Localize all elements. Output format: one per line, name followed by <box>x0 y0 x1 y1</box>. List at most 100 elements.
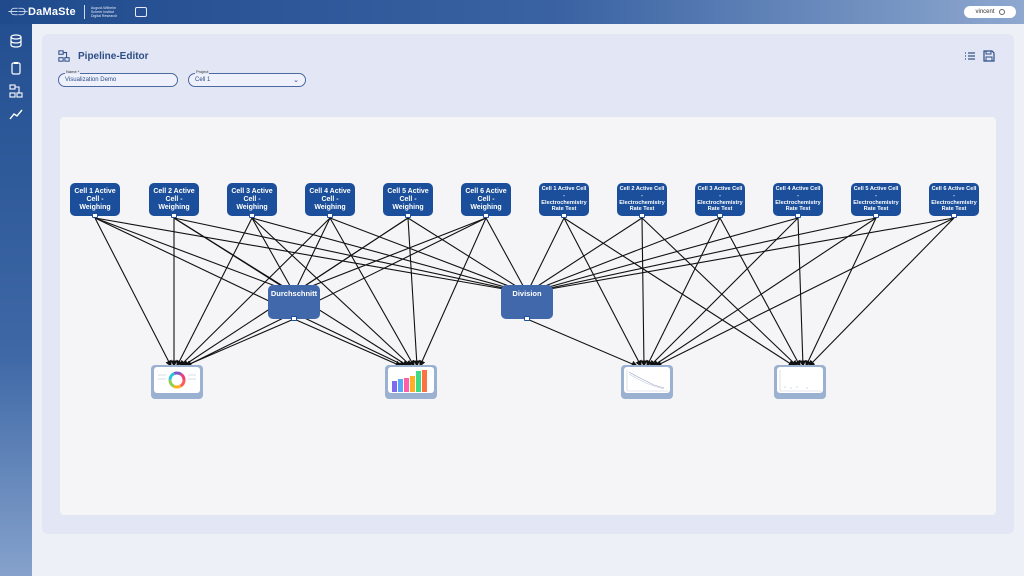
source-node-label: Cell 2 Active Cell - Weighing <box>153 187 195 211</box>
donut-chart-thumbnail <box>158 371 196 389</box>
output-port[interactable] <box>291 316 297 321</box>
source-node[interactable]: Cell 1 Active Cell - Electrochemistry Ra… <box>539 183 589 218</box>
pipeline-edge[interactable] <box>407 217 420 368</box>
bar-chart-thumbnail <box>392 370 427 392</box>
operation-node-durchschnitt[interactable]: Durchschnitt <box>268 285 320 321</box>
source-node-label: Cell 2 Active Cell - Electrochemistry Ra… <box>619 186 665 213</box>
source-node-label: Cell 3 Active Cell - Electrochemistry Ra… <box>697 186 743 213</box>
pipeline-icon[interactable] <box>9 84 23 98</box>
pipeline-edge[interactable] <box>419 217 487 368</box>
pipeline-edge[interactable] <box>94 217 172 367</box>
partner-logo-icon <box>134 7 147 17</box>
pipeline-edge[interactable] <box>641 217 798 367</box>
pipeline-edge[interactable] <box>292 217 487 295</box>
top-bar: ⋲⋺ DaMaSte August-Wilhelm Scheer Institu… <box>0 0 1024 24</box>
output-port[interactable] <box>951 213 957 218</box>
source-node-label: Cell 1 Active Cell - Weighing <box>74 187 116 211</box>
source-node[interactable]: Cell 3 Active Cell - Electrochemistry Ra… <box>695 183 745 218</box>
source-node[interactable]: Cell 6 Active Cell - Weighing <box>461 183 511 218</box>
visualization-node-bar[interactable] <box>385 365 437 399</box>
pipeline-edge[interactable] <box>94 217 296 295</box>
pipeline-edge[interactable] <box>640 217 648 368</box>
output-port[interactable] <box>524 316 530 321</box>
scatter-chart-thumbnail <box>779 370 821 392</box>
edge-layer <box>94 217 955 368</box>
output-port[interactable] <box>717 213 723 218</box>
visualization-node-scatter[interactable] <box>774 365 826 399</box>
pipeline-edge[interactable] <box>808 217 955 367</box>
pipeline-edge[interactable] <box>251 217 295 294</box>
name-field[interactable]: Name * Visualization Demo <box>58 69 178 87</box>
page-title: Pipeline-Editor <box>78 50 149 62</box>
pipeline-edge[interactable] <box>525 217 721 295</box>
pipeline-edge[interactable] <box>185 217 487 367</box>
pipeline-edge[interactable] <box>94 217 406 367</box>
pipeline-edge[interactable] <box>652 217 877 367</box>
visualization-node-donut[interactable] <box>151 365 203 399</box>
output-port[interactable] <box>92 213 98 218</box>
source-node[interactable]: Cell 1 Active Cell - Weighing <box>70 183 120 218</box>
source-node-label: Cell 3 Active Cell - Weighing <box>231 187 273 211</box>
pipeline-edge[interactable] <box>805 217 877 367</box>
source-node[interactable]: Cell 4 Active Cell - Weighing <box>305 183 355 218</box>
source-node[interactable]: Cell 3 Active Cell - Weighing <box>227 183 277 218</box>
logo-icon: ⋲⋺ <box>8 6 28 18</box>
pipeline-edge[interactable] <box>649 217 799 367</box>
output-port[interactable] <box>171 213 177 218</box>
pipeline-edge[interactable] <box>655 217 955 367</box>
database-icon[interactable] <box>9 34 23 48</box>
source-node[interactable]: Cell 6 Active Cell - Electrochemistry Ra… <box>929 183 979 218</box>
pipeline-edge[interactable] <box>646 217 721 367</box>
project-select-label: Project <box>195 69 210 74</box>
pipeline-edge[interactable] <box>251 217 412 367</box>
source-node[interactable]: Cell 2 Active Cell - Weighing <box>149 183 199 218</box>
source-node[interactable]: Cell 4 Active Cell - Electrochemistry Ra… <box>773 183 823 218</box>
pipeline-editor-panel: Pipeline-Editor Name * Visualization Dem… <box>42 34 1014 534</box>
pipeline-edge[interactable] <box>797 217 807 368</box>
output-port[interactable] <box>405 213 411 218</box>
divider <box>83 5 85 19</box>
list-icon[interactable] <box>964 50 976 62</box>
pipeline-edge[interactable] <box>525 217 799 295</box>
app-name[interactable]: DaMaSte <box>28 6 76 18</box>
user-menu-button[interactable]: vincent <box>964 6 1016 18</box>
output-port[interactable] <box>639 213 645 218</box>
clipboard-icon[interactable] <box>9 61 23 75</box>
pipeline-edge[interactable] <box>293 318 403 367</box>
pipeline-edge[interactable] <box>719 217 801 367</box>
pipeline-edge[interactable] <box>329 217 529 295</box>
trend-chart-icon[interactable] <box>9 107 23 121</box>
source-node[interactable]: Cell 5 Active Cell - Electrochemistry Ra… <box>851 183 901 218</box>
source-node-label: Cell 6 Active Cell - Electrochemistry Ra… <box>931 186 977 213</box>
pipeline-edge[interactable] <box>407 217 528 294</box>
pipeline-edge[interactable] <box>563 217 642 367</box>
pipeline-edge[interactable] <box>563 217 795 367</box>
output-port[interactable] <box>561 213 567 218</box>
pipeline-edge[interactable] <box>485 217 528 294</box>
output-port[interactable] <box>795 213 801 218</box>
operation-node-division[interactable]: Division <box>501 285 553 321</box>
source-node-label: Cell 4 Active Cell - Electrochemistry Ra… <box>775 186 821 213</box>
pipeline-edge[interactable] <box>94 217 529 296</box>
pipeline-edge[interactable] <box>525 217 955 296</box>
pipeline-edge[interactable] <box>526 318 639 367</box>
project-select[interactable]: Project Cell 1 ⌄ <box>188 69 306 87</box>
pipeline-edge[interactable] <box>526 217 643 294</box>
save-icon[interactable] <box>983 50 995 62</box>
pipeline-edge[interactable] <box>526 217 565 294</box>
output-port[interactable] <box>249 213 255 218</box>
pipeline-edge[interactable] <box>329 217 415 367</box>
pipeline-edge[interactable] <box>183 318 295 367</box>
output-port[interactable] <box>327 213 333 218</box>
pipeline-canvas[interactable]: Cell 1 Active Cell - Weighing Cell 2 Act… <box>60 117 996 515</box>
output-port[interactable] <box>483 213 489 218</box>
pipeline-edge[interactable] <box>293 217 331 294</box>
partner-logo-text: August-Wilhelm Scheer Institut Digital R… <box>90 6 118 18</box>
pipeline-edge[interactable] <box>179 217 331 367</box>
pipeline-edge[interactable] <box>525 217 877 296</box>
source-node[interactable]: Cell 2 Active Cell - Electrochemistry Ra… <box>617 183 667 218</box>
pipeline-edge[interactable] <box>176 217 253 367</box>
source-node[interactable]: Cell 5 Active Cell - Weighing <box>383 183 433 218</box>
output-port[interactable] <box>873 213 879 218</box>
visualization-node-line[interactable] <box>621 365 673 399</box>
